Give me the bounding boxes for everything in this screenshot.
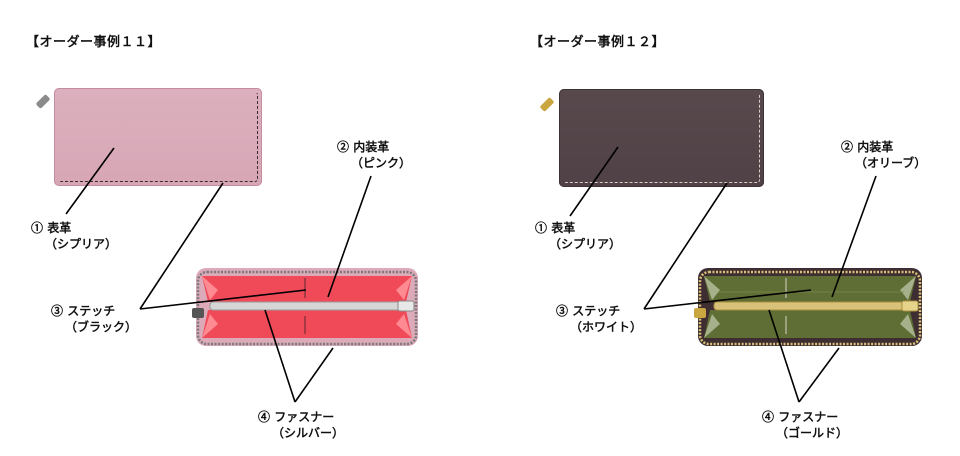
label-outer-leather: ① 表革 （シプリア） bbox=[31, 220, 117, 252]
zipper-pull bbox=[539, 97, 555, 112]
label-name: 表革 bbox=[47, 221, 72, 235]
label-stitch: ③ ステッチ （ホワイト） bbox=[556, 303, 642, 335]
label-fastener: ④ ファスナー （ゴールド） bbox=[762, 409, 848, 441]
open-wallet-image bbox=[192, 266, 422, 348]
label-name: 内装革 bbox=[857, 140, 894, 154]
label-name: ファスナー bbox=[778, 410, 839, 424]
example-title: 【オーダー事例１２】 bbox=[530, 35, 666, 50]
label-outer-leather: ① 表革 （シプリア） bbox=[535, 220, 621, 252]
label-fastener: ④ ファスナー （シルバー） bbox=[258, 409, 344, 441]
label-name: ファスナー bbox=[274, 410, 335, 424]
label-value: （ゴールド） bbox=[776, 426, 849, 440]
closed-wallet-image bbox=[559, 89, 764, 187]
label-name: ステッチ bbox=[572, 304, 621, 318]
example-title: 【オーダー事例１１】 bbox=[26, 35, 162, 50]
label-name: ステッチ bbox=[67, 304, 116, 318]
label-number: ④ bbox=[258, 410, 271, 424]
stitch-line bbox=[58, 92, 258, 182]
label-name: 内装革 bbox=[353, 140, 390, 154]
label-number: ② bbox=[337, 140, 350, 154]
stitch-line bbox=[563, 93, 760, 183]
label-number: ① bbox=[31, 221, 44, 235]
label-number: ④ bbox=[762, 410, 775, 424]
label-stitch: ③ ステッチ （ブラック） bbox=[51, 303, 137, 335]
closed-wallet-image bbox=[54, 88, 262, 186]
label-value: （オリーブ） bbox=[855, 156, 927, 170]
label-value: （ピンク） bbox=[351, 156, 412, 170]
label-number: ③ bbox=[51, 304, 64, 318]
label-number: ③ bbox=[556, 304, 569, 318]
zipper-pull bbox=[35, 94, 51, 109]
label-number: ② bbox=[841, 140, 854, 154]
label-value: （シプリア） bbox=[549, 237, 622, 251]
label-name: 表革 bbox=[551, 221, 576, 235]
label-value: （ブラック） bbox=[65, 320, 138, 334]
label-inner-leather: ② 内装革 （オリーブ） bbox=[841, 139, 926, 171]
open-wallet-image bbox=[694, 266, 926, 348]
order-example-12: 【オーダー事例１２】 bbox=[480, 0, 960, 456]
order-example-11: 【オーダー事例１１】 bbox=[26, 35, 422, 441]
label-value: （ホワイト） bbox=[570, 320, 643, 334]
label-value: （シプリア） bbox=[45, 237, 118, 251]
label-value: （シルバー） bbox=[272, 426, 345, 440]
label-number: ① bbox=[535, 221, 548, 235]
label-inner-leather: ② 内装革 （ピンク） bbox=[337, 139, 411, 171]
